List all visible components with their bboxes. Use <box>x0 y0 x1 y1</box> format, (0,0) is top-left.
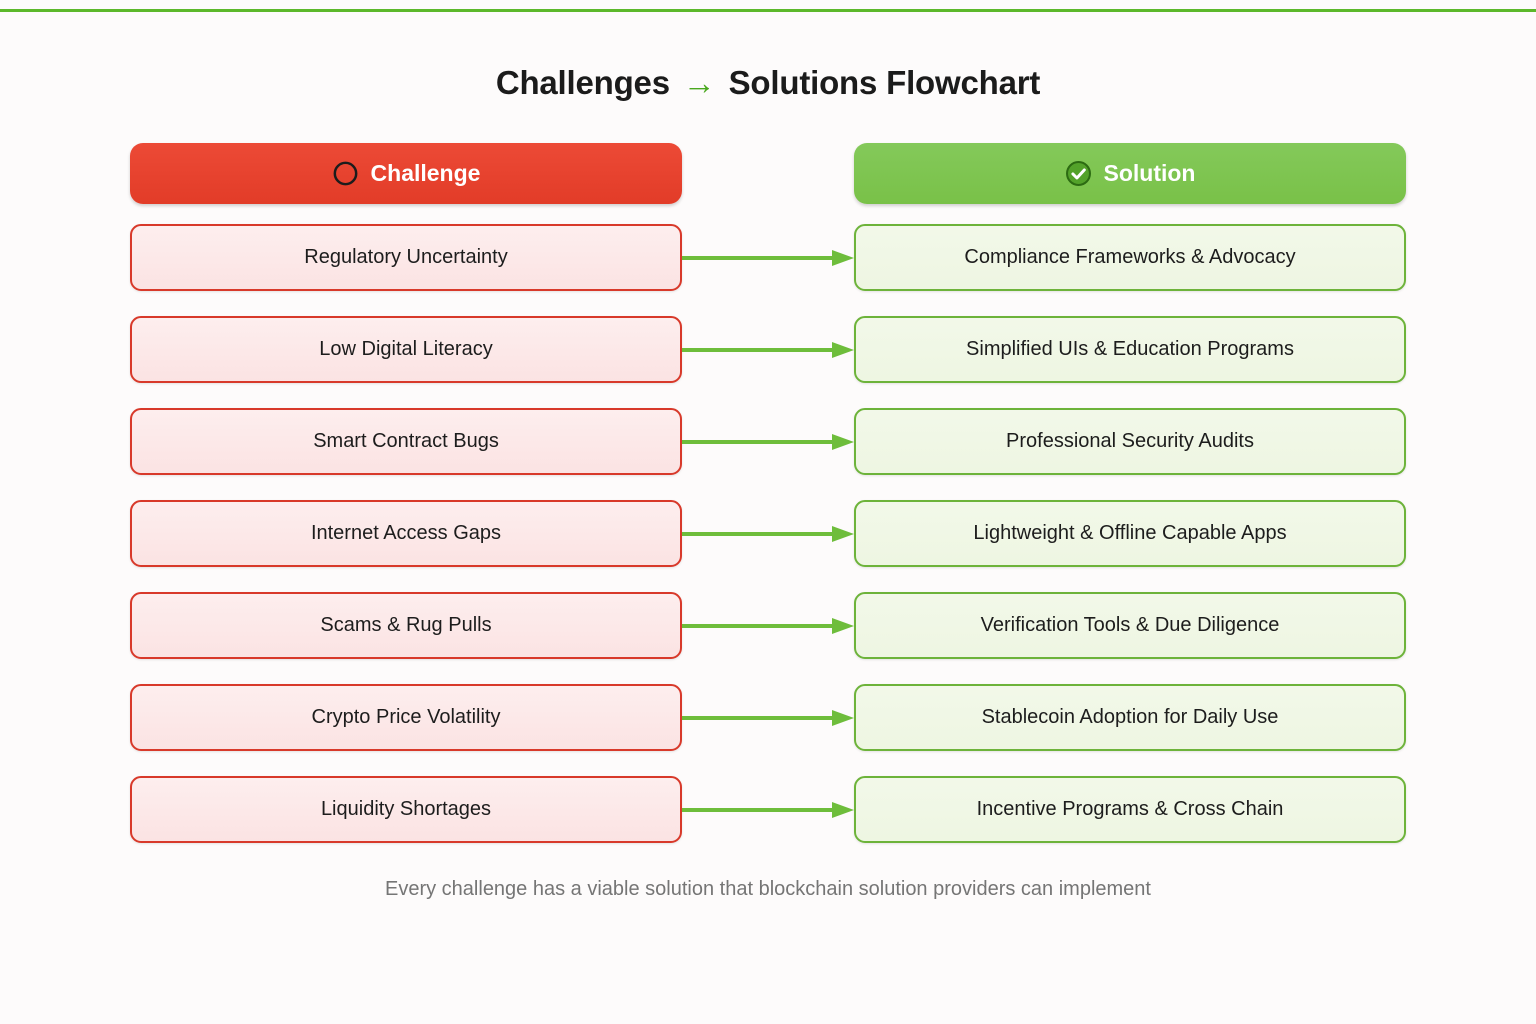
page-title-solutions: Solutions Flowchart <box>728 64 1041 101</box>
flowchart-rows: Regulatory Uncertainty Compliance Framew… <box>0 224 1536 868</box>
solution-card[interactable]: Simplified UIs & Education Programs <box>854 316 1406 383</box>
challenge-card[interactable]: Regulatory Uncertainty <box>130 224 682 291</box>
challenge-card-label: Internet Access Gaps <box>310 522 502 544</box>
arrow-shaft <box>682 624 834 628</box>
challenge-card-label: Regulatory Uncertainty <box>304 246 508 268</box>
solution-card[interactable]: Incentive Programs & Cross Chain <box>854 776 1406 843</box>
challenge-card[interactable]: Internet Access Gaps <box>130 500 682 567</box>
arrow-right-icon <box>682 526 856 542</box>
arrow-head <box>832 526 854 542</box>
solution-card-label: Simplified UIs & Education Programs <box>966 338 1294 360</box>
arrow-right-icon <box>682 250 856 266</box>
solution-card-label: Verification Tools & Due Diligence <box>980 614 1280 636</box>
solution-card[interactable]: Lightweight & Offline Capable Apps <box>854 500 1406 567</box>
solution-card[interactable]: Verification Tools & Due Diligence <box>854 592 1406 659</box>
footer-note: Every challenge has a viable solution th… <box>385 878 1151 900</box>
arrow-shaft <box>682 348 834 352</box>
table-row: Scams & Rug Pulls Verification Tools & D… <box>0 592 1536 684</box>
top-accent-rule <box>0 9 1536 12</box>
challenge-card[interactable]: Smart Contract Bugs <box>130 408 682 475</box>
challenge-column-label: Challenge <box>370 160 481 186</box>
arrow-shaft <box>682 440 834 444</box>
arrow-head <box>832 434 854 450</box>
arrow-right-icon <box>682 434 856 450</box>
solution-card-label: Incentive Programs & Cross Chain <box>976 798 1284 820</box>
arrow-shaft <box>682 256 834 260</box>
challenge-card-label: Smart Contract Bugs <box>313 430 499 452</box>
table-row: Low Digital Literacy Simplified UIs & Ed… <box>0 316 1536 408</box>
solution-card-label: Professional Security Audits <box>1006 430 1254 452</box>
solution-card-label: Lightweight & Offline Capable Apps <box>973 522 1287 544</box>
solution-column-label: Solution <box>1103 160 1196 186</box>
challenge-card[interactable]: Liquidity Shortages <box>130 776 682 843</box>
arrow-right-icon <box>682 618 856 634</box>
check-circle-icon <box>1065 160 1092 187</box>
solution-card-label: Compliance Frameworks & Advocacy <box>964 246 1296 268</box>
arrow-right-icon: → <box>682 64 716 101</box>
arrow-head <box>832 710 854 726</box>
page-title-challenges: Challenges <box>495 64 670 101</box>
arrow-shaft <box>682 716 834 720</box>
arrow-head <box>832 250 854 266</box>
circle-outline-icon <box>332 160 359 187</box>
solution-card[interactable]: Professional Security Audits <box>854 408 1406 475</box>
challenge-card[interactable]: Scams & Rug Pulls <box>130 592 682 659</box>
arrow-shaft <box>682 532 834 536</box>
page-title: Challenges → Solutions Flowchart <box>0 64 1536 102</box>
solution-card[interactable]: Stablecoin Adoption for Daily Use <box>854 684 1406 751</box>
arrow-right-icon <box>682 710 856 726</box>
solution-card-label: Stablecoin Adoption for Daily Use <box>981 706 1279 728</box>
solution-card[interactable]: Compliance Frameworks & Advocacy <box>854 224 1406 291</box>
arrow-right-icon <box>682 342 856 358</box>
arrow-head <box>832 802 854 818</box>
arrow-head <box>832 342 854 358</box>
table-row: Crypto Price Volatility Stablecoin Adopt… <box>0 684 1536 776</box>
challenge-card-label: Liquidity Shortages <box>320 798 492 820</box>
table-row: Smart Contract Bugs Professional Securit… <box>0 408 1536 500</box>
table-row: Liquidity Shortages Incentive Programs &… <box>0 776 1536 868</box>
arrow-shaft <box>682 808 834 812</box>
arrow-head <box>832 618 854 634</box>
table-row: Regulatory Uncertainty Compliance Framew… <box>0 224 1536 316</box>
solution-column-header: Solution <box>854 143 1406 204</box>
arrow-right-icon <box>682 802 856 818</box>
challenge-card-label: Scams & Rug Pulls <box>320 614 492 636</box>
challenge-card-label: Crypto Price Volatility <box>311 706 501 728</box>
challenge-card-label: Low Digital Literacy <box>319 338 493 360</box>
challenge-card[interactable]: Low Digital Literacy <box>130 316 682 383</box>
table-row: Internet Access Gaps Lightweight & Offli… <box>0 500 1536 592</box>
challenge-card[interactable]: Crypto Price Volatility <box>130 684 682 751</box>
challenge-column-header: Challenge <box>130 143 682 204</box>
